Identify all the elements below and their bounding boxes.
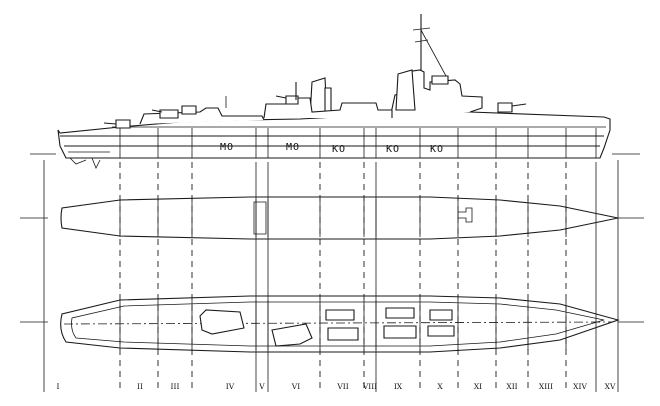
section-label-4: IV [226,382,235,391]
section-label-11: XI [474,382,482,391]
section-label-3: III [171,382,180,391]
room-label-mo-1: MO [220,142,234,153]
section-label-14: XIV [573,382,587,391]
plan2-bulkheads [120,300,566,350]
section-label-8: VIII [362,382,377,391]
plan1-fitting [458,208,472,222]
room-label-ko-2: KO [386,144,400,155]
fwd-gun-turret [498,103,512,112]
section-label-13: XIII [539,382,553,391]
room-label-ko-1: KO [332,144,346,155]
aft-machinery-block [200,310,244,334]
deck-plan-upper [20,197,644,239]
aft-gun-barrel-2 [152,110,162,112]
fwd-gun-barrel [512,104,526,106]
foremast-yard-2 [415,40,428,42]
vent-stack [325,88,331,114]
profile-bulkheads [120,128,596,158]
plan1-stair-box [254,202,266,234]
boiler-2b [384,326,416,338]
bridge-gun [432,76,448,84]
boiler-1b [328,328,358,340]
section-label-15: XV [605,382,616,391]
section-label-9: IX [394,382,403,391]
section-label-10: X [437,382,443,391]
plan2-centerline [64,322,612,324]
forward-funnel [396,70,415,110]
aft-gun-turret-3 [182,106,196,114]
boiler-3a [430,310,452,320]
section-label-6: VI [291,382,300,391]
section-label-7: VII [336,382,348,391]
aft-gun-barrel [104,123,116,124]
boiler-3b [428,326,454,336]
plan2-inner-hull [72,302,605,346]
plan1-bulkheads [120,199,566,237]
room-label-mo-2: MO [286,142,300,153]
deck-plan-lower [20,296,644,352]
section-label-1: I [57,382,60,391]
midship-gun [286,96,298,104]
aft-gun-turret-2 [160,110,178,118]
midship-gun-barrel [276,96,286,98]
motor-room-block [272,324,312,346]
boiler-2a [386,308,414,318]
hull-outline [58,112,610,158]
section-label-2: II [137,382,143,391]
propeller-rudder [70,158,100,168]
stay-line [421,30,446,76]
section-label-5: V [258,382,265,391]
section-guides [44,160,618,392]
plan1-hull [61,197,618,239]
boiler-1a [326,310,354,320]
room-label-ko-3: KO [430,144,444,155]
aft-gun-mount [116,120,130,128]
foremast-yard [413,28,430,30]
aft-house [140,108,264,124]
side-profile: MO MO KO KO KO [30,14,640,168]
section-label-12: XII [506,382,517,391]
